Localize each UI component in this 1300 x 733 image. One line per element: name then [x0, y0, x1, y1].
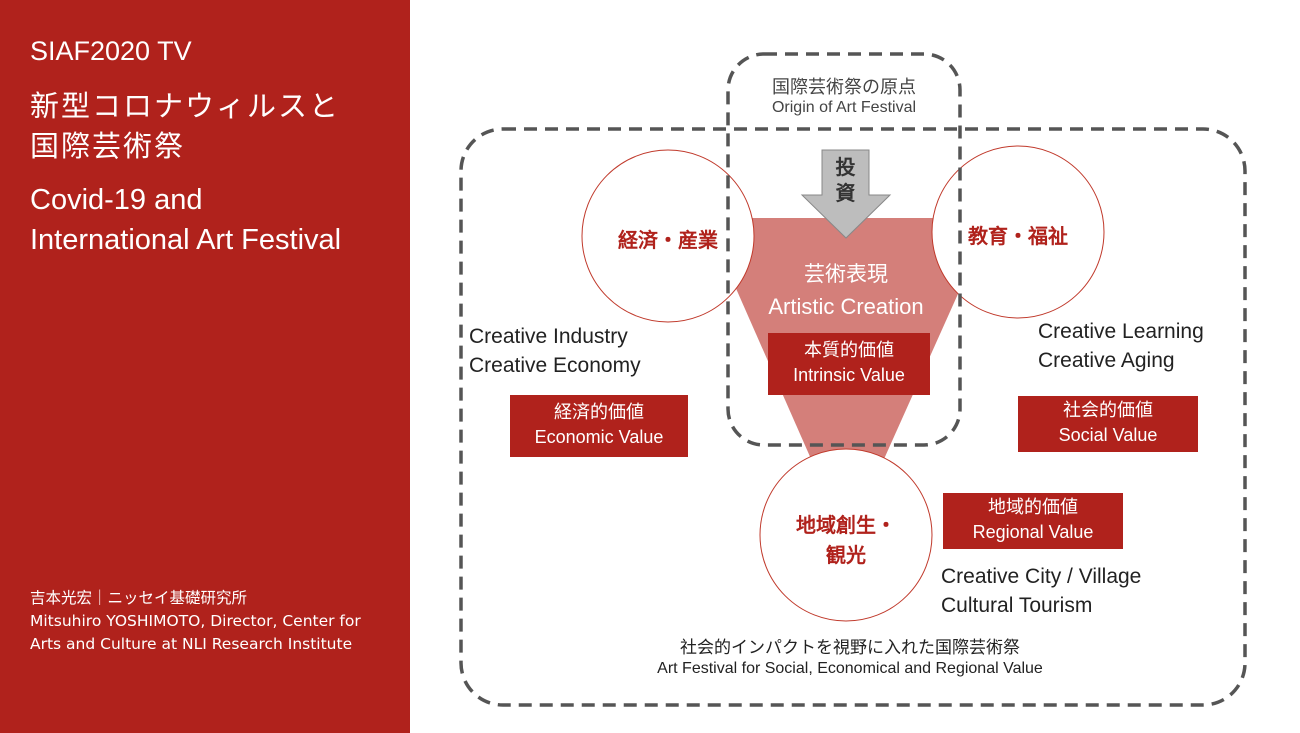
origin-label-jp: 国際芸術祭の原点 — [772, 77, 916, 98]
circle-education — [931, 145, 1105, 319]
footer-en: Art Festival for Social, Economical and … — [657, 660, 1043, 677]
credit-en: Mitsuhiro YOSHIMOTO, Director, Center fo… — [30, 612, 361, 653]
outer-dashed-frame — [459, 127, 1247, 707]
title-en-line: Covid-19 and — [30, 184, 203, 216]
regional-en: Regional Value — [972, 522, 1094, 542]
social-value-box: 社会的価値 Social Value — [1018, 396, 1198, 452]
economic-jp: 経済的価値 — [554, 402, 644, 422]
regional-tourism-label: 地域創生・観光 — [760, 510, 932, 570]
text-line: Cultural Tourism — [941, 594, 1093, 617]
arrow-label-char: 投 — [835, 155, 856, 179]
title-jp-line: 新型コロナウィルスと — [30, 89, 341, 123]
regional-label-line: 観光 — [826, 543, 866, 567]
regional-jp: 地域的価値 — [988, 497, 1078, 517]
text-line: Creative City / Village — [941, 565, 1142, 588]
text-line: Creative Aging — [1038, 349, 1175, 372]
artistic-creation-en: Artistic Creation — [768, 294, 924, 319]
title-en-line: International Art Festival — [30, 224, 342, 256]
regional-value-box: 地域的価値 Regional Value — [943, 493, 1123, 549]
social-jp: 社会的価値 — [1063, 400, 1153, 420]
economy-industry-label: 経済・産業 — [618, 228, 718, 252]
arrow-label-char: 資 — [835, 181, 856, 205]
intrinsic-en: Intrinsic Value — [793, 365, 905, 385]
intrinsic-value-box: 本質的価値 Intrinsic Value — [768, 333, 930, 395]
show-title: SIAF2020 TV — [30, 36, 192, 66]
circle-regional — [759, 448, 933, 622]
text-line: Creative Economy — [469, 354, 641, 377]
investment-arrow-icon — [800, 149, 892, 239]
title-jp-line: 国際芸術祭 — [30, 129, 186, 163]
economic-value-box: 経済的価値 Economic Value — [510, 395, 688, 457]
credit-jp: 吉本光宏｜ニッセイ基礎研究所 — [30, 589, 248, 607]
origin-label-en: Origin of Art Festival — [771, 99, 917, 116]
text-line: Creative Learning — [1038, 320, 1204, 343]
arrow-label: 投資 — [822, 154, 869, 206]
title-jp: 新型コロナウィルスと 国際芸術祭 — [30, 86, 340, 166]
artistic-creation-jp: 芸術表現 — [804, 262, 888, 286]
footer-jp: 社会的インパクトを視野に入れた国際芸術祭 — [680, 638, 1020, 658]
circle-economy — [581, 149, 755, 323]
title-panel: SIAF2020 TV 新型コロナウィルスと 国際芸術祭 Covid-19 an… — [0, 0, 410, 733]
regional-label-line: 地域創生・ — [796, 513, 896, 537]
social-en: Social Value — [1058, 425, 1158, 445]
economic-en: Economic Value — [534, 427, 664, 447]
text-line: Creative Industry — [469, 325, 628, 348]
intrinsic-jp: 本質的価値 — [804, 340, 894, 360]
presenter-credit: 吉本光宏｜ニッセイ基礎研究所 Mitsuhiro YOSHIMOTO, Dire… — [30, 587, 390, 656]
origin-dashed-frame — [726, 52, 962, 447]
title-en: Covid-19 and International Art Festival — [30, 180, 341, 260]
education-welfare-label: 教育・福祉 — [968, 224, 1068, 248]
